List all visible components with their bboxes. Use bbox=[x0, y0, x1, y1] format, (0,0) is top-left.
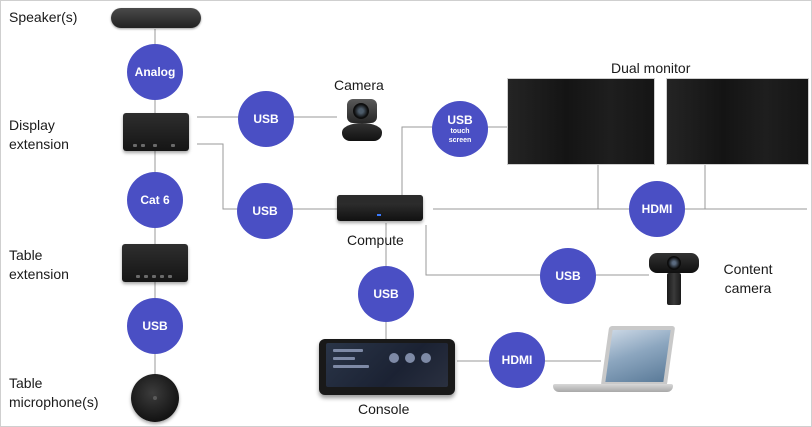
wire-compute-content-camera bbox=[425, 225, 649, 276]
display-extension-label: Display extension bbox=[9, 117, 69, 152]
badge-usb-camera: USB bbox=[238, 91, 294, 147]
table-microphones-label: Table microphone(s) bbox=[9, 375, 99, 410]
console-device bbox=[319, 339, 455, 395]
badge-cat6-text: Cat 6 bbox=[140, 192, 170, 207]
table-microphone-device bbox=[131, 374, 179, 422]
compute-device bbox=[337, 195, 423, 221]
dual-monitor-label: Dual monitor bbox=[611, 60, 691, 76]
badge-usb-mic: USB bbox=[127, 298, 183, 354]
speakers-label: Speaker(s) bbox=[9, 9, 78, 25]
badge-usb-touchscreen: USB touch screen bbox=[432, 101, 488, 157]
speaker-bar-device bbox=[111, 8, 201, 28]
badge-usb-camera-text: USB bbox=[253, 111, 279, 126]
monitor-right bbox=[666, 78, 809, 165]
badge-usb-content-camera: USB bbox=[540, 248, 596, 304]
badge-analog-text: Analog bbox=[134, 64, 176, 79]
badge-hdmi-monitors-text: HDMI bbox=[641, 201, 673, 216]
badge-usb-touchscreen-text: USB bbox=[447, 112, 473, 127]
badge-usb-console: USB bbox=[358, 266, 414, 322]
camera-device bbox=[339, 99, 385, 145]
badge-usb-console-text: USB bbox=[373, 286, 399, 301]
badge-hdmi-laptop-text: HDMI bbox=[501, 352, 533, 367]
console-label: Console bbox=[358, 401, 410, 417]
compute-label: Compute bbox=[347, 232, 404, 248]
badge-cat6: Cat 6 bbox=[127, 172, 183, 228]
badge-hdmi-monitors: HDMI bbox=[629, 181, 685, 237]
badge-usb-touchscreen-sub: touch screen bbox=[448, 127, 472, 144]
camera-label: Camera bbox=[334, 77, 384, 93]
badge-usb-compute-text: USB bbox=[252, 203, 278, 218]
badge-analog: Analog bbox=[127, 44, 183, 100]
badge-usb-mic-text: USB bbox=[142, 318, 168, 333]
badge-usb-content-camera-text: USB bbox=[555, 268, 581, 283]
table-extension-device bbox=[122, 244, 188, 282]
content-camera-device bbox=[649, 253, 699, 307]
badge-usb-compute: USB bbox=[237, 183, 293, 239]
content-camera-label: Content camera bbox=[723, 261, 773, 296]
monitor-left bbox=[507, 78, 655, 165]
laptop-device bbox=[553, 326, 676, 396]
display-extension-device bbox=[123, 113, 189, 151]
badge-hdmi-laptop: HDMI bbox=[489, 332, 545, 388]
table-extension-label: Table extension bbox=[9, 247, 69, 282]
